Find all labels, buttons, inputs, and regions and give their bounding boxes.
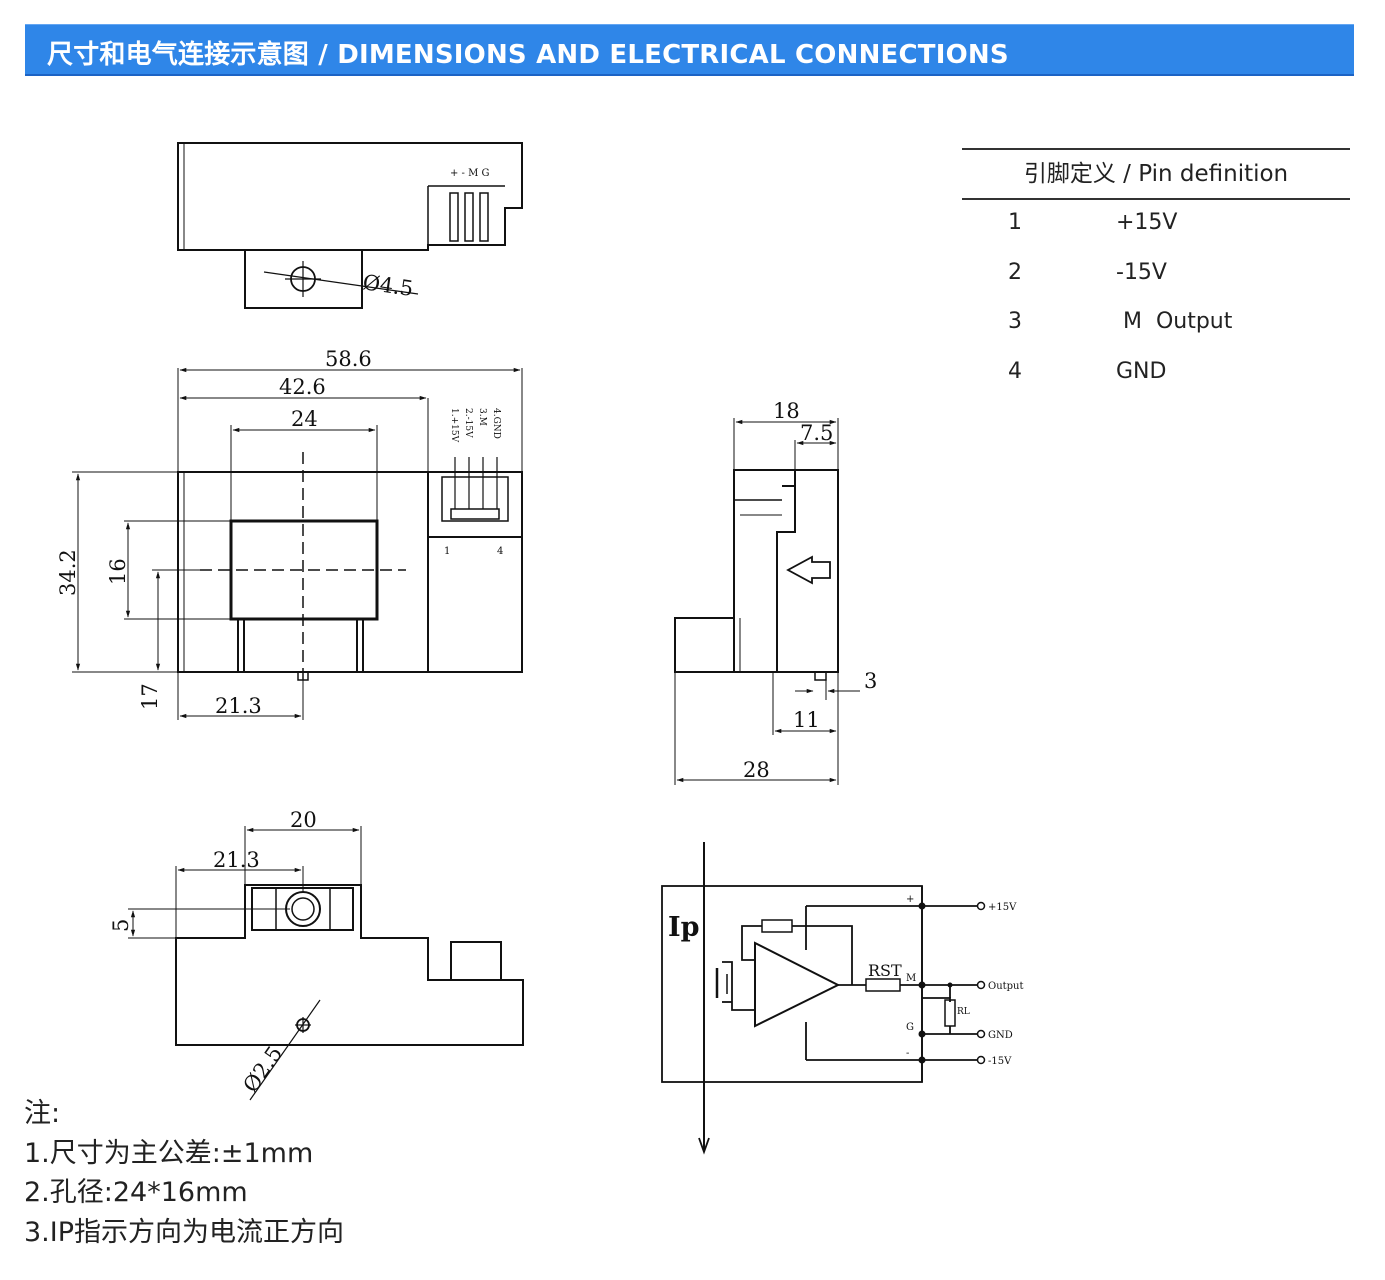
dim-offset: 11: [793, 708, 820, 732]
pin-table-title: 引脚定义 / Pin definition: [962, 148, 1350, 200]
pin-label-plus15: 1.+15V: [449, 408, 459, 443]
pin-definition-table: 引脚定义 / Pin definition 1 +15V 2 -15V 3 M …: [962, 148, 1350, 398]
dim-aperture-height: 16: [106, 558, 130, 585]
circuit-node-m: M: [906, 973, 916, 984]
dim-peg: 3: [864, 669, 877, 693]
dim-height-total: 34.2: [56, 549, 80, 596]
circuit-nodes: [918, 902, 953, 1064]
circuit-rst-label: RST: [868, 961, 902, 980]
dim-width-body: 42.6: [279, 375, 326, 399]
note-line: 1.尺寸为主公差:±1mm: [24, 1137, 314, 1169]
dim-depth-total: 28: [743, 758, 770, 782]
dim-bottom-hole: Ø2.5: [238, 1042, 287, 1097]
pin-label-minus15: 2.-15V: [463, 408, 473, 438]
circuit-rl-label: RL: [957, 1007, 970, 1017]
pin-last-mark: 4: [497, 546, 503, 557]
side-dimension-lines: [674, 418, 860, 785]
top-pin-marks: + - M G: [450, 168, 490, 179]
circuit-terminals: [976, 901, 986, 1065]
bottom-view: [175, 884, 524, 1101]
dim-connector-depth: 7.5: [800, 421, 833, 445]
circuit-schematic: [661, 842, 978, 1155]
header-banner: 尺寸和电气连接示意图 / DIMENSIONS AND ELECTRICAL C…: [25, 24, 1354, 76]
pin-number: 2: [1008, 259, 1022, 285]
pin-first-mark: 1: [444, 546, 450, 557]
terminal-gnd: GND: [988, 1030, 1013, 1041]
dim-aperture-offset-v: 17: [138, 683, 162, 710]
pin-label-gnd: 4.GND: [491, 408, 501, 439]
circuit-ip-label: Ip: [668, 912, 700, 943]
top-hole-dim: Ø4.5: [361, 270, 414, 301]
front-pin-labels: 4.GND 3.M 2.-15V 1.+15V 1 4: [444, 408, 503, 557]
circuit-plus: +: [906, 894, 914, 905]
circuit-node-g: G: [906, 1022, 914, 1033]
front-dimension-lines: [72, 367, 523, 720]
note-line: 2.孔径:24*16mm: [24, 1177, 248, 1208]
terminal-minus15: -15V: [988, 1056, 1012, 1067]
dim-bottom-slot: 5: [109, 919, 133, 932]
pin-row: 2 -15V: [962, 250, 1350, 300]
front-view: [177, 452, 523, 681]
dim-depth-top: 18: [773, 399, 800, 423]
pin-label-m: 3.M: [477, 408, 487, 426]
notes: 注: 1.尺寸为主公差:±1mm 2.孔径:24*16mm 3.IP指示方向为电…: [24, 1096, 344, 1254]
pin-function: -15V: [1116, 259, 1167, 285]
dim-width-total: 58.6: [325, 347, 372, 371]
dim-bottom-offset: 21.3: [213, 848, 260, 872]
dim-aperture-width: 24: [291, 407, 318, 431]
pin-row: 1 +15V: [962, 200, 1350, 250]
terminal-output: Output: [988, 981, 1024, 992]
page-title: 尺寸和电气连接示意图 / DIMENSIONS AND ELECTRICAL C…: [47, 40, 1009, 70]
top-view: [177, 142, 523, 309]
pin-number: 1: [1008, 210, 1022, 235]
note-line: 3.IP指示方向为电流正方向: [24, 1216, 345, 1248]
dim-aperture-offset-h: 21.3: [215, 694, 262, 718]
notes-heading: 注:: [24, 1098, 61, 1129]
pin-number: 3: [1008, 309, 1022, 334]
pin-row: 4 GND: [962, 349, 1350, 399]
pin-function: GND: [1116, 358, 1167, 384]
terminal-plus15: +15V: [988, 902, 1017, 913]
circuit-minus: -: [906, 1048, 909, 1059]
dim-bottom-width: 20: [290, 808, 317, 832]
bottom-dimension-lines: [128, 826, 362, 939]
side-view: [674, 469, 839, 681]
pin-number: 4: [1008, 358, 1022, 384]
pin-row: 3 M Output: [962, 299, 1350, 349]
pin-function: +15V: [1116, 210, 1178, 235]
pin-function: M Output: [1116, 309, 1233, 334]
